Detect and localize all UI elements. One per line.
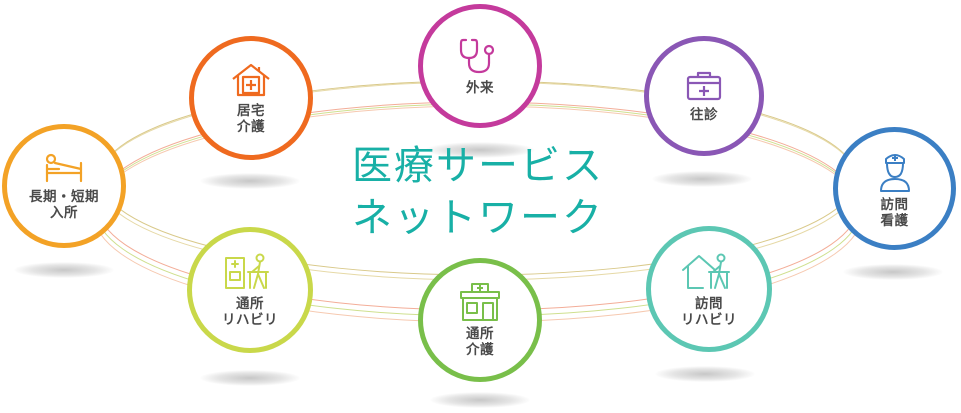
- diagram-title-line2: ネットワーク: [352, 195, 604, 241]
- node-shadow: [14, 262, 114, 278]
- medical-bag-icon: [686, 71, 722, 101]
- nurse-icon: [879, 153, 910, 192]
- diagram-title: 医療サービス ネットワーク: [318, 140, 638, 244]
- node-house-call[interactable]: 往診: [644, 36, 764, 156]
- node-home-care[interactable]: 居宅 介護: [189, 36, 313, 160]
- home-rehab-icon: [682, 253, 730, 289]
- node-outpatient[interactable]: 外来: [418, 4, 542, 128]
- node-label: 長期・短期 入所: [29, 189, 99, 221]
- node-shadow: [843, 264, 943, 280]
- node-label: 訪問 看護: [880, 196, 909, 229]
- care-facility-icon: [460, 283, 500, 321]
- node-label: 通所 リハビリ: [222, 296, 278, 328]
- diagram-title-line1: 医療サービス: [352, 143, 604, 189]
- node-shadow: [655, 366, 755, 382]
- house-medical-icon: [232, 63, 270, 97]
- stethoscope-icon: [459, 38, 495, 74]
- node-day-care[interactable]: 通所 介護: [418, 258, 542, 382]
- walker-rehab-icon: [225, 253, 269, 289]
- node-shadow: [652, 171, 752, 187]
- node-shadow: [200, 370, 300, 386]
- node-label: 通所 介護: [466, 326, 494, 358]
- node-label: 訪問 リハビリ: [681, 296, 737, 328]
- node-label: 居宅 介護: [237, 103, 265, 135]
- node-label: 往診: [690, 107, 718, 123]
- node-home-rehab[interactable]: 訪問 リハビリ: [646, 226, 772, 352]
- node-shadow: [425, 142, 535, 158]
- node-label: 外来: [466, 80, 494, 96]
- node-shadow: [200, 173, 300, 189]
- node-day-rehab[interactable]: 通所 リハビリ: [187, 227, 313, 353]
- hospital-bed-icon: [45, 153, 83, 183]
- node-visiting-nursing[interactable]: 訪問 看護: [833, 127, 956, 250]
- node-shadow: [430, 392, 530, 408]
- node-admission[interactable]: 長期・短期 入所: [2, 124, 126, 248]
